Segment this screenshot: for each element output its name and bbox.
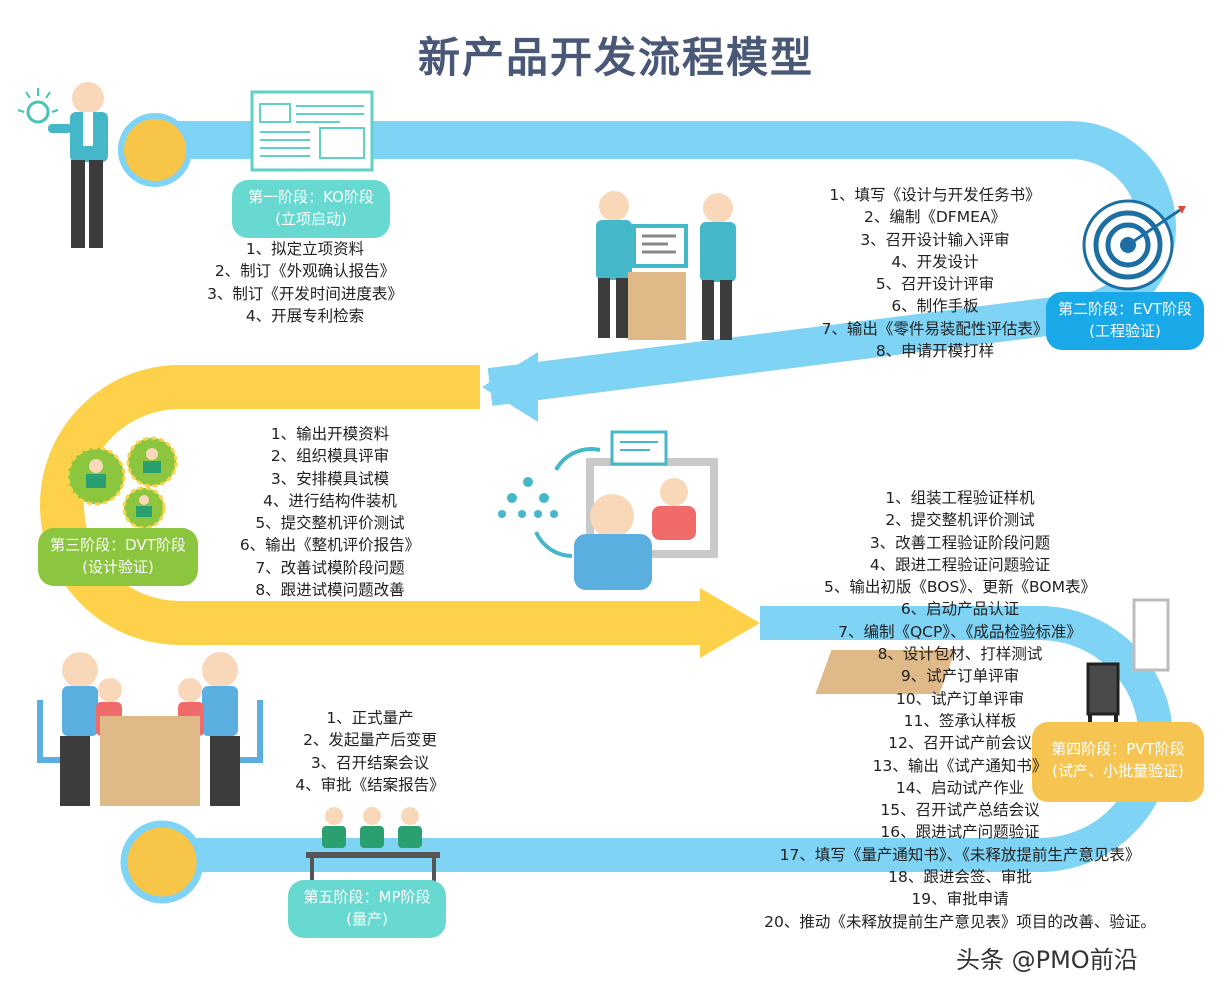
phase-sub: (工程验证) <box>1089 322 1161 340</box>
workers-icon <box>306 807 440 884</box>
phase-name: 第五阶段：MP阶段 <box>303 888 431 906</box>
step-item: 11、签承认样板 <box>903 711 1017 730</box>
step-item: 6、输出《整机评价报告》 <box>239 536 421 555</box>
step-item: 15、召开试产总结会议 <box>880 801 1040 820</box>
step-item: 14、启动试产作业 <box>895 778 1025 797</box>
step-item: 1、拟定立项资料 <box>245 240 365 258</box>
phase-badge-dvt: 第三阶段：DVT阶段 (设计验证) <box>38 528 198 586</box>
phase-badge-pvt: 第四阶段：PVT阶段 (试产、小批量验证) <box>1032 722 1204 802</box>
step-item: 1、输出开模资料 <box>270 425 390 443</box>
step-item: 7、编制《QCP》、《成品检验标准》 <box>838 622 1082 641</box>
phase-sub: (试产、小批量验证) <box>1052 762 1184 780</box>
phase-name: 第三阶段：DVT阶段 <box>50 536 186 554</box>
meeting-room-icon <box>37 652 263 806</box>
step-item: 6、启动产品认证 <box>900 600 1020 619</box>
step-item: 1、填写《设计与开发任务书》 <box>829 186 1041 204</box>
step-item: 4、跟进工程验证问题验证 <box>869 555 1051 574</box>
phase-steps-ko: 1、拟定立项资料 2、制订《外观确认报告》 3、制订《开发时间进度表》 4、开展专利检… <box>180 238 430 327</box>
document-board-icon <box>250 90 374 172</box>
idea-person-icon <box>17 82 108 248</box>
watermark: 头条 @PMO前沿 <box>956 946 1138 974</box>
phase-name: 第一阶段：KO阶段 <box>248 188 374 206</box>
phase-badge-evt: 第二阶段：EVT阶段 (工程验证) <box>1046 292 1204 350</box>
step-item: 6、制作手板 <box>891 297 979 316</box>
step-item: 2、发起量产后变更 <box>303 731 437 750</box>
phase-steps-pvt: 1、组装工程验证样机 2、提交整机评价测试 3、改善工程验证阶段问题 4、跟进工程验证… <box>740 487 1180 933</box>
phase-badge-ko: 第一阶段：KO阶段 (立项启动) <box>232 180 390 238</box>
presentation-screen-icon <box>498 430 718 590</box>
step-item: 8、设计包材、打样测试 <box>877 645 1043 664</box>
phase-sub: (量产) <box>346 910 388 928</box>
step-item: 19、审批申请 <box>911 890 1009 909</box>
step-item: 5、输出初版《BOS》、更新《BOM表》 <box>824 578 1096 597</box>
step-item: 3、改善工程验证阶段问题 <box>869 533 1051 552</box>
step-item: 10、试产订单评审 <box>895 689 1025 708</box>
step-item: 5、提交整机评价测试 <box>255 514 405 533</box>
road-end-dot <box>120 820 204 904</box>
step-item: 2、编制《DFMEA》 <box>864 208 1006 227</box>
step-item: 18、跟进会签、审批 <box>888 868 1032 887</box>
step-item: 2、提交整机评价测试 <box>885 511 1035 530</box>
phase-steps-mp: 1、正式量产 2、发起量产后变更 3、召开结案会议 4、审批《结案报告》 <box>250 707 490 796</box>
step-item: 13、输出《试产通知书》 <box>872 756 1048 775</box>
step-item: 12、召开试产前会议 <box>888 734 1032 753</box>
phase-name: 第二阶段：EVT阶段 <box>1058 300 1192 318</box>
step-item: 7、输出《零件易装配性评估表》 <box>821 319 1049 338</box>
step-item: 3、召开结案会议 <box>310 753 430 772</box>
road-arrow-1 <box>482 352 538 422</box>
phase-sub: (立项启动) <box>275 210 347 228</box>
team-gears-icon <box>66 436 178 530</box>
phase-steps-evt: 1、填写《设计与开发任务书》 2、编制《DFMEA》 3、召开设计输入评审 4、开发设… <box>780 184 1090 362</box>
step-item: 2、组织模具评审 <box>270 447 390 466</box>
step-item: 8、跟进试模问题改善 <box>255 581 405 600</box>
phase-badge-mp: 第五阶段：MP阶段 (量产) <box>288 880 446 938</box>
phase-steps-dvt: 1、输出开模资料 2、组织模具评审 3、安排模具试模 4、进行结构件装机 5、提交整机评… <box>200 423 460 601</box>
step-item: 1、正式量产 <box>326 709 414 727</box>
page-title: 新产品开发流程模型 <box>417 33 814 82</box>
step-item: 1、组装工程验证样机 <box>885 489 1035 507</box>
road-segment-2 <box>40 365 700 645</box>
step-item: 8、申请开模打样 <box>875 342 995 361</box>
step-item: 4、审批《结案报告》 <box>295 775 445 794</box>
step-item: 20、推动《未释放提前生产意见表》项目的改善、验证。 <box>764 912 1156 931</box>
phase-sub: (设计验证) <box>82 558 154 576</box>
road-arrow-2 <box>700 588 760 658</box>
step-item: 4、进行结构件装机 <box>263 491 397 510</box>
step-item: 7、改善试模阶段问题 <box>255 558 405 577</box>
step-item: 2、制订《外观确认报告》 <box>214 262 396 281</box>
road-start-dot <box>118 113 192 187</box>
step-item: 9、试产订单评审 <box>900 667 1020 686</box>
step-item: 4、开发设计 <box>891 252 979 271</box>
step-item: 5、召开设计评审 <box>875 275 995 294</box>
design-team-icon <box>596 191 736 340</box>
step-item: 3、安排模具试模 <box>270 469 390 488</box>
step-item: 3、召开设计输入评审 <box>860 230 1010 249</box>
step-item: 4、开展专利检索 <box>245 306 365 325</box>
step-item: 3、制订《开发时间进度表》 <box>207 284 403 303</box>
step-item: 16、跟进试产问题验证 <box>880 823 1040 842</box>
target-icon <box>1082 199 1186 291</box>
step-item: 17、填写《量产通知书》、《未释放提前生产意见表》 <box>779 845 1141 864</box>
phase-name: 第四阶段：PVT阶段 <box>1051 740 1185 758</box>
